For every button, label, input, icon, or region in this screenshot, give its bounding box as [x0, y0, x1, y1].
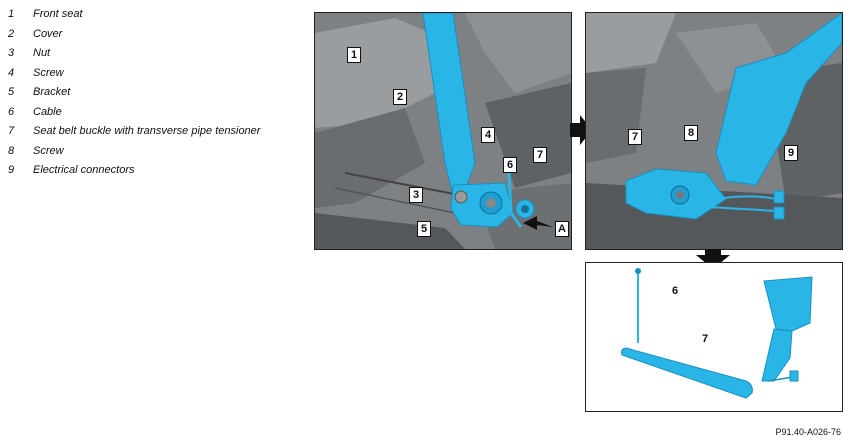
callout-9: 9: [784, 145, 798, 161]
arrow-down-icon: [696, 249, 730, 269]
label-6: 6: [672, 285, 679, 297]
callout-2: 2: [393, 89, 407, 105]
seat-mounting-illustration: [315, 13, 571, 249]
callout-8: 8: [684, 125, 698, 141]
illustration-panel-2: 7 8 9: [585, 12, 843, 250]
callout-A: A: [555, 221, 569, 237]
callout-7: 7: [533, 147, 547, 163]
callout-3: 3: [409, 187, 423, 203]
arrow-right-icon: [570, 115, 592, 145]
callout-5: 5: [417, 221, 431, 237]
buckle-mounting-illustration: [586, 13, 842, 249]
label-7: 7: [702, 333, 709, 345]
illustration-panel-3: 6 7: [585, 262, 843, 412]
figure-reference: P91.40-A026-76: [775, 427, 841, 437]
callout-6: 6: [503, 157, 517, 173]
buckle-component-illustration: [621, 268, 813, 399]
illustration-panel-1: 1 2 3 4 5 6 7 A: [314, 12, 572, 250]
callout-7: 7: [628, 129, 642, 145]
callout-4: 4: [481, 127, 495, 143]
callout-1: 1: [347, 47, 361, 63]
